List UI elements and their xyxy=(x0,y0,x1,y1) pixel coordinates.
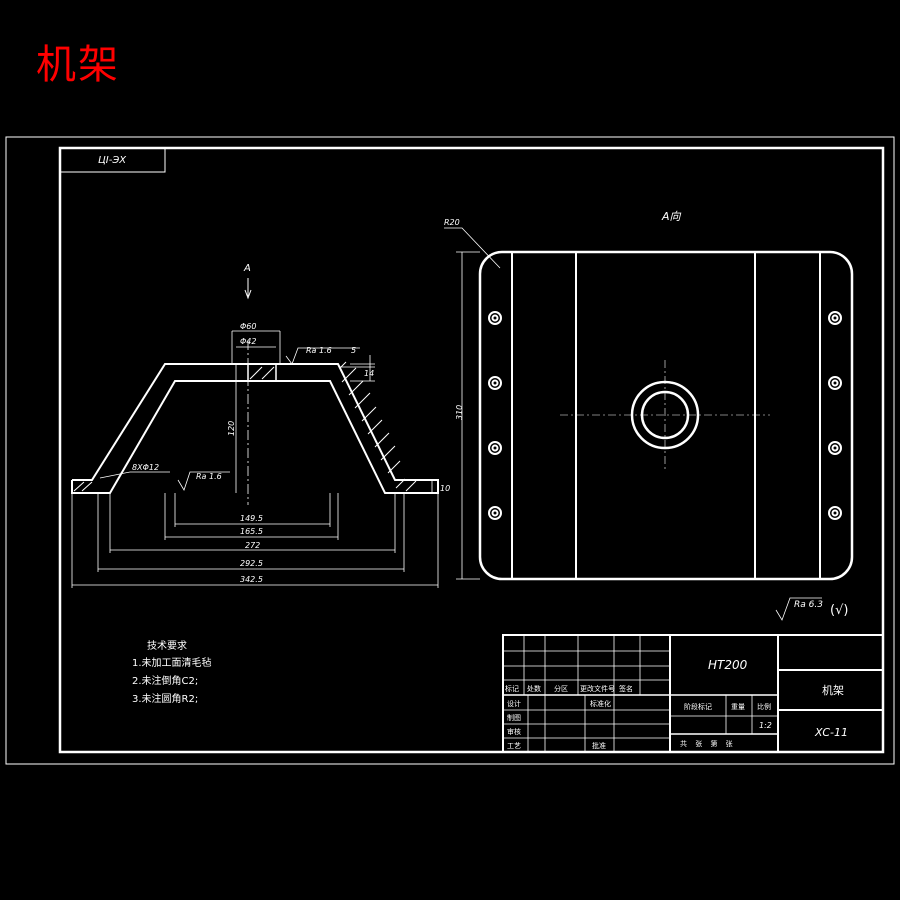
row-draw: 制图 xyxy=(507,713,521,722)
dim-w3: 272 xyxy=(245,541,260,550)
code-box xyxy=(60,148,166,173)
tech-title: 技术要求 xyxy=(147,639,187,652)
outer-frame xyxy=(5,136,895,765)
inner-frame xyxy=(58,146,885,754)
hdr-cell-3: 分区 xyxy=(554,684,568,693)
dim-d60: Φ60 xyxy=(240,322,256,331)
dim-h-120: 120 xyxy=(227,421,236,436)
view-a xyxy=(444,227,854,581)
dim-t-10: 10 xyxy=(440,484,450,493)
front-view xyxy=(71,278,439,505)
bolt-holes xyxy=(488,311,842,520)
tech-line-3: 3.未注圆角R2; xyxy=(132,692,198,705)
ra-mid-label: Ra 1.6 xyxy=(196,472,222,481)
approve-label: 批准 xyxy=(592,741,606,750)
hdr-cell-2: 处数 xyxy=(527,684,541,693)
row-design: 设计 xyxy=(507,699,521,708)
dim-w2: 165.5 xyxy=(240,527,263,536)
scale-value: 1:2 xyxy=(759,721,772,730)
view-arrow-label: A xyxy=(243,263,251,274)
dim-w4: 292.5 xyxy=(240,559,263,568)
view-label: A向 xyxy=(661,210,682,223)
weight-label: 重量 xyxy=(731,703,745,711)
sheet-text: 共 张 第 张 xyxy=(680,739,736,748)
title-block xyxy=(502,634,884,753)
dim-w5: 342.5 xyxy=(240,575,263,584)
front-dimensions xyxy=(71,330,439,588)
holes-label: 8XΦ12 xyxy=(132,463,159,472)
part-name: 机架 xyxy=(822,683,844,697)
tech-line-2: 2.未注倒角C2; xyxy=(132,674,198,687)
hdr-cell-5: 签名 xyxy=(619,684,633,693)
std-label: 标准化 xyxy=(590,699,611,708)
dim-r20: R20 xyxy=(444,218,460,227)
row-check: 审核 xyxy=(507,727,521,736)
dim-d42: Φ42 xyxy=(240,337,256,346)
drawing-code-box: ЦI-ЭX xyxy=(98,155,127,166)
surface-finish-value: Ra 6.3 xyxy=(794,600,823,610)
ra-top-label: Ra 1.6 xyxy=(306,346,332,355)
page-title: 机架 xyxy=(36,42,120,88)
scale-label: 比例 xyxy=(757,702,771,711)
tech-line-1: 1.未加工面清毛毡 xyxy=(132,656,212,669)
material: HT200 xyxy=(708,658,748,672)
drawing-no: XC-11 xyxy=(814,726,848,739)
stage-label: 阶段标记 xyxy=(684,702,712,711)
hdr-cell-1: 标记 xyxy=(505,684,519,693)
dim-h-310: 310 xyxy=(455,405,464,420)
hdr-cell-4: 更改文件号 xyxy=(580,684,615,693)
surface-finish-other: (√) xyxy=(830,603,848,618)
dim-thick-14: 14 xyxy=(364,369,374,378)
row-process: 工艺 xyxy=(507,742,521,750)
surface-finish-symbol xyxy=(775,597,822,621)
dim-w1: 149.5 xyxy=(240,514,263,523)
dim-thick-5: 5 xyxy=(351,346,356,355)
